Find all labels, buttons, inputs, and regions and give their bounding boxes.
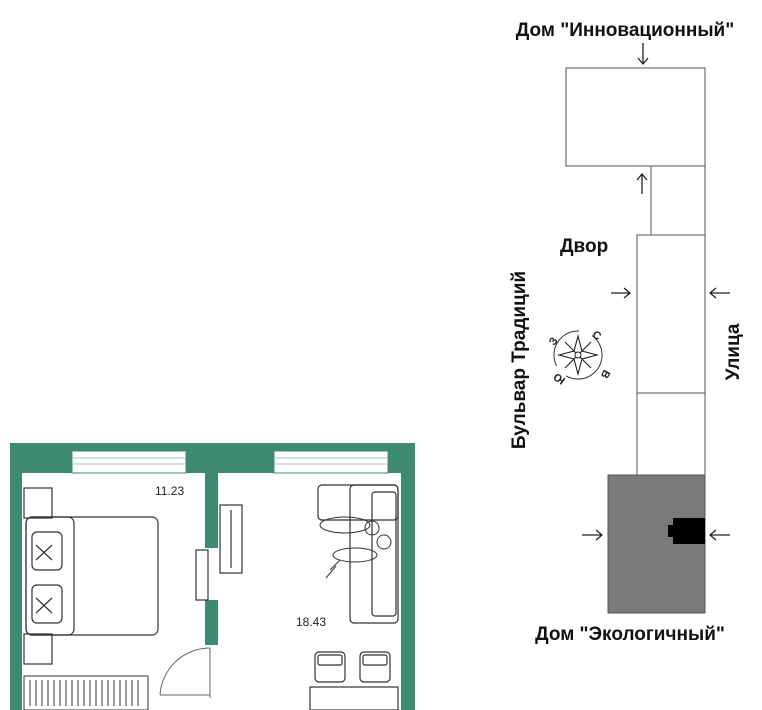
nightstand <box>23 487 53 519</box>
compass-east: В <box>598 368 612 381</box>
nightstand <box>23 633 53 665</box>
street-label: Улица <box>723 323 744 380</box>
arrow-right-icon <box>582 529 604 541</box>
dining-chairs <box>309 651 399 710</box>
compass-north: С <box>590 329 603 343</box>
wall-pillar <box>186 443 274 473</box>
arrow-down-icon <box>637 43 649 66</box>
living-area: 18.43 <box>296 615 326 629</box>
window-bedroom <box>71 450 187 474</box>
tv-stand <box>195 504 243 601</box>
arrow-left-icon <box>708 287 730 299</box>
wardrobe <box>23 675 149 710</box>
boulevard-label: Бульвар Традиций <box>509 271 530 449</box>
bed <box>25 516 159 636</box>
south-building-label: Дом "Экологичный" <box>535 624 725 645</box>
people-figures <box>319 516 392 579</box>
north-building-label: Дом "Инновационный" <box>516 20 735 41</box>
yard-label: Двор <box>560 236 608 257</box>
lower-section <box>636 392 706 476</box>
site-scheme: Дом "Инновационный" Двор <box>509 20 744 645</box>
connector-section <box>650 165 706 236</box>
wall-left <box>10 443 22 710</box>
window-living <box>273 450 389 474</box>
partition-wall <box>205 600 218 645</box>
wall-right <box>401 443 415 710</box>
partition-wall <box>205 470 218 548</box>
wall-pillar <box>388 443 415 473</box>
compass-rose-icon: С В Ю З <box>547 329 612 387</box>
sofa <box>317 484 399 624</box>
middle-section <box>636 234 706 394</box>
north-building <box>565 67 706 167</box>
door-swing <box>159 647 211 696</box>
bedroom-area: 11.23 <box>155 484 184 498</box>
arrow-up-icon <box>636 172 648 194</box>
apartment-marker <box>668 518 705 544</box>
arrow-right-icon <box>611 287 632 299</box>
floor-plan: 11.23 18.43 <box>10 443 415 710</box>
arrow-left-icon <box>708 529 730 541</box>
compass-south: Ю <box>551 370 567 386</box>
wall-pillar <box>10 443 72 473</box>
compass-west: З <box>547 335 561 348</box>
